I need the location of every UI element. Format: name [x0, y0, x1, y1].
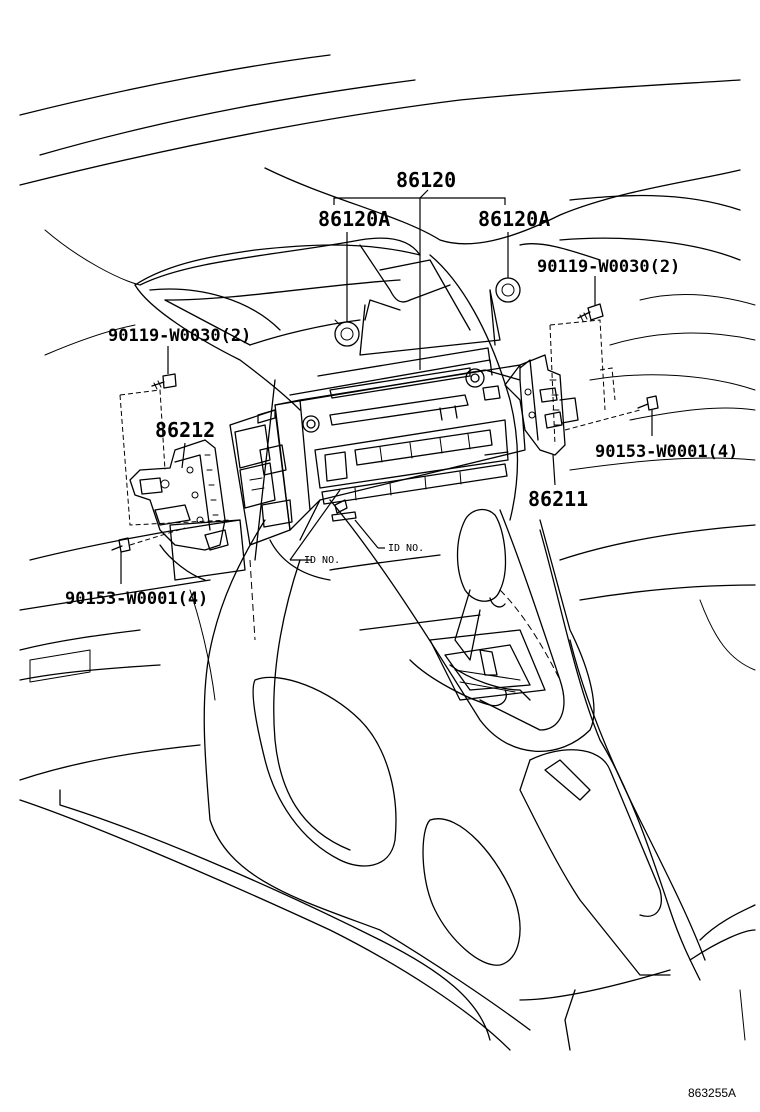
screw-left [151, 373, 177, 390]
dashboard-outline [19, 54, 756, 1051]
label-90119-left: 90119-W0030(2) [108, 326, 251, 346]
radio-head-unit [229, 347, 526, 546]
bolt-left [111, 527, 186, 553]
bezel-opening [139, 237, 519, 581]
reference-code: 863255A [688, 1086, 736, 1100]
knob-right [495, 277, 521, 303]
bracket-right [504, 319, 641, 456]
knob-left [334, 319, 360, 347]
part-labels: 86120 86120A 86120A 90119-W0030(2) 90119… [65, 168, 738, 1100]
label-id-no-left: ID NO. [304, 555, 340, 566]
label-90119-right: 90119-W0030(2) [537, 257, 680, 277]
label-86211: 86211 [528, 487, 588, 511]
label-86120: 86120 [396, 168, 456, 192]
screw-right [577, 303, 604, 322]
center-console [159, 499, 706, 1051]
label-86120a-right: 86120A [478, 207, 550, 231]
label-90153-right: 90153-W0001(4) [595, 442, 738, 462]
label-id-no-right: ID NO. [388, 543, 424, 554]
leader-lines [120, 189, 653, 584]
label-90153-left: 90153-W0001(4) [65, 589, 208, 609]
bolt-right [637, 395, 659, 411]
label-86120a-left: 86120A [318, 207, 390, 231]
bracket-left [119, 389, 231, 551]
label-86212: 86212 [155, 418, 215, 442]
